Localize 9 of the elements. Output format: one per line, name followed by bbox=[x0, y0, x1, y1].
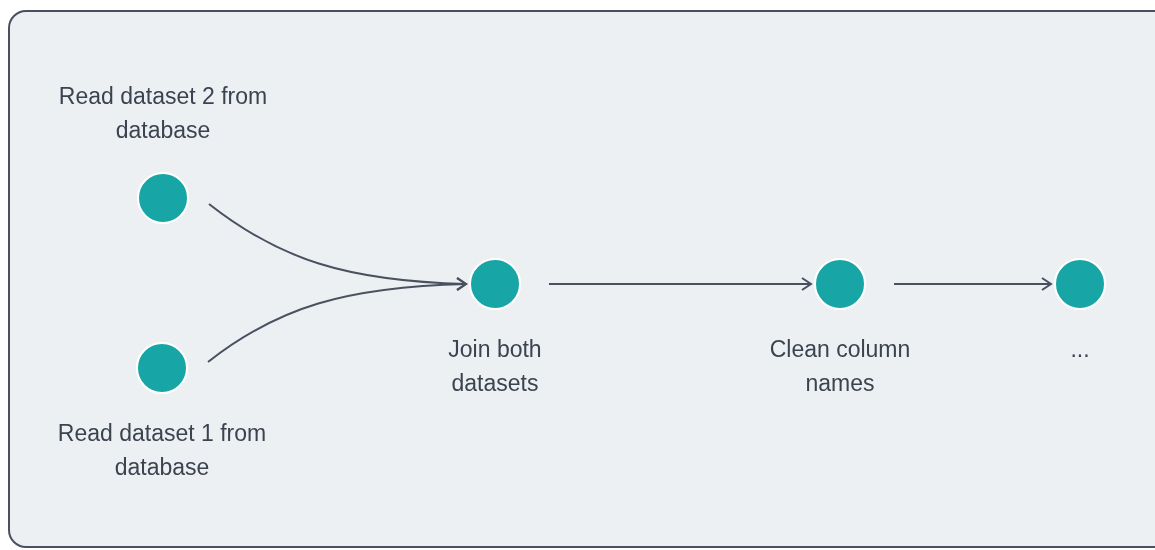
node-label: Read dataset 1 from database bbox=[57, 419, 267, 482]
node-label: Read dataset 2 from database bbox=[58, 82, 268, 145]
arrow bbox=[893, 277, 1052, 291]
node-label: Clean column names bbox=[768, 335, 912, 398]
node-label: Join both datasets bbox=[447, 335, 543, 398]
arrow bbox=[548, 277, 812, 291]
node-label: ... bbox=[1069, 335, 1091, 364]
arrow bbox=[208, 203, 467, 291]
arrow bbox=[207, 277, 467, 363]
